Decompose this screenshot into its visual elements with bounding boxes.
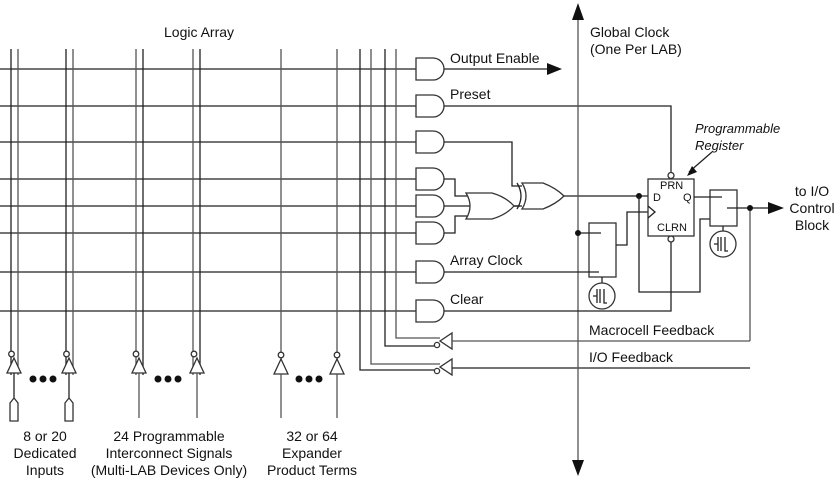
input-buffers	[5, 350, 346, 422]
io-feedback-label: I/O Feedback	[589, 349, 674, 365]
preset-label: Preset	[450, 86, 491, 102]
xor-gate	[444, 141, 565, 210]
register-prn-label: PRN	[660, 180, 684, 192]
global-clock-sublabel: (One Per LAB)	[590, 41, 682, 57]
array-clock-label: Array Clock	[450, 252, 523, 268]
and-gate-output-enable	[415, 57, 445, 81]
register-d-label: D	[653, 192, 661, 204]
register-q-label: Q	[683, 192, 692, 204]
macrocell-feedback-label: Macrocell Feedback	[589, 322, 715, 338]
feedback-buffers	[433, 208, 751, 377]
and-gate-pt1	[415, 167, 445, 191]
interconnect-label-2: Interconnect Signals	[105, 445, 233, 461]
output-enable-label: Output Enable	[450, 50, 540, 66]
preset-wire	[444, 105, 672, 172]
or-gate	[464, 192, 515, 220]
and-gate-clear	[415, 299, 445, 323]
register-clrn-label: CLRN	[657, 222, 687, 234]
output-mux	[694, 189, 760, 258]
clock-input-icon	[647, 205, 656, 219]
register-caption-2: Register	[695, 138, 744, 153]
io-control-label-3: Block	[794, 217, 830, 233]
input-lines	[10, 49, 338, 375]
dedicated-inputs-label-3: Inputs	[25, 462, 65, 478]
interconnect-label-3: (Multi-LAB Devices Only)	[90, 462, 248, 478]
expander-label-2: Expander	[282, 445, 342, 461]
arrow-down-icon	[572, 460, 584, 476]
register-caption: Programmable	[695, 121, 781, 136]
and-gate-array-clock	[415, 260, 445, 284]
and-gate-xor-input	[415, 130, 445, 154]
and-gate-pt3	[415, 221, 445, 245]
clear-label: Clear	[450, 291, 484, 307]
feedback-lines	[359, 49, 440, 371]
io-control-label: to I/O	[794, 183, 830, 199]
expander-label-3: Product Terms	[267, 462, 357, 478]
output-arrow-icon	[768, 202, 784, 214]
global-clock-label: Global Clock	[590, 24, 670, 40]
programmable-register	[647, 178, 695, 237]
arrow-pointer-icon	[687, 166, 697, 176]
output-enable-arrow-icon	[547, 63, 562, 75]
arrow-up-icon	[572, 3, 584, 20]
interconnect-label: 24 Programmable	[113, 428, 225, 444]
and-gates	[415, 57, 445, 323]
dedicated-inputs-label: 8 or 20	[23, 428, 67, 444]
dedicated-inputs-label-2: Dedicated	[13, 445, 77, 461]
logic-array-title: Logic Array	[164, 24, 235, 40]
clock-mux	[444, 211, 648, 310]
ellipsis-icons	[29, 375, 323, 383]
and-gate-pt2	[415, 194, 445, 218]
io-control-label-2: Control	[789, 200, 835, 216]
product-term-lines	[0, 68, 416, 312]
expander-label: 32 or 64	[286, 428, 338, 444]
and-gate-preset	[415, 94, 445, 118]
clear-wire	[444, 242, 672, 312]
